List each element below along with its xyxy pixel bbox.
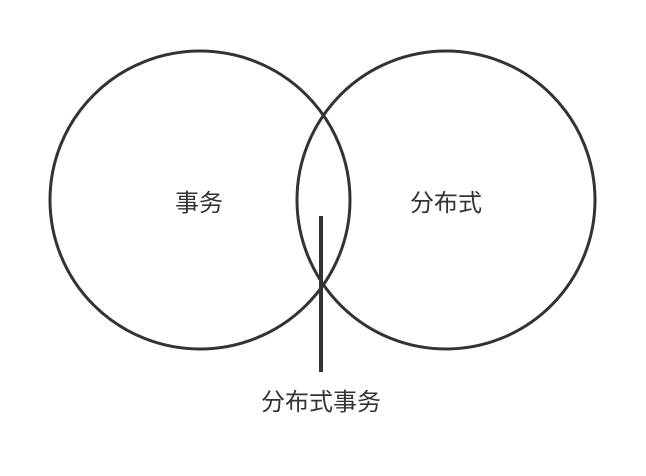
transaction-set-label: 事务 bbox=[175, 189, 223, 217]
intersection-label: 分布式事务 bbox=[261, 388, 381, 416]
transaction-set-circle bbox=[48, 49, 352, 351]
distributed-set-circle bbox=[295, 49, 597, 351]
distributed-set-label: 分布式 bbox=[410, 189, 482, 217]
